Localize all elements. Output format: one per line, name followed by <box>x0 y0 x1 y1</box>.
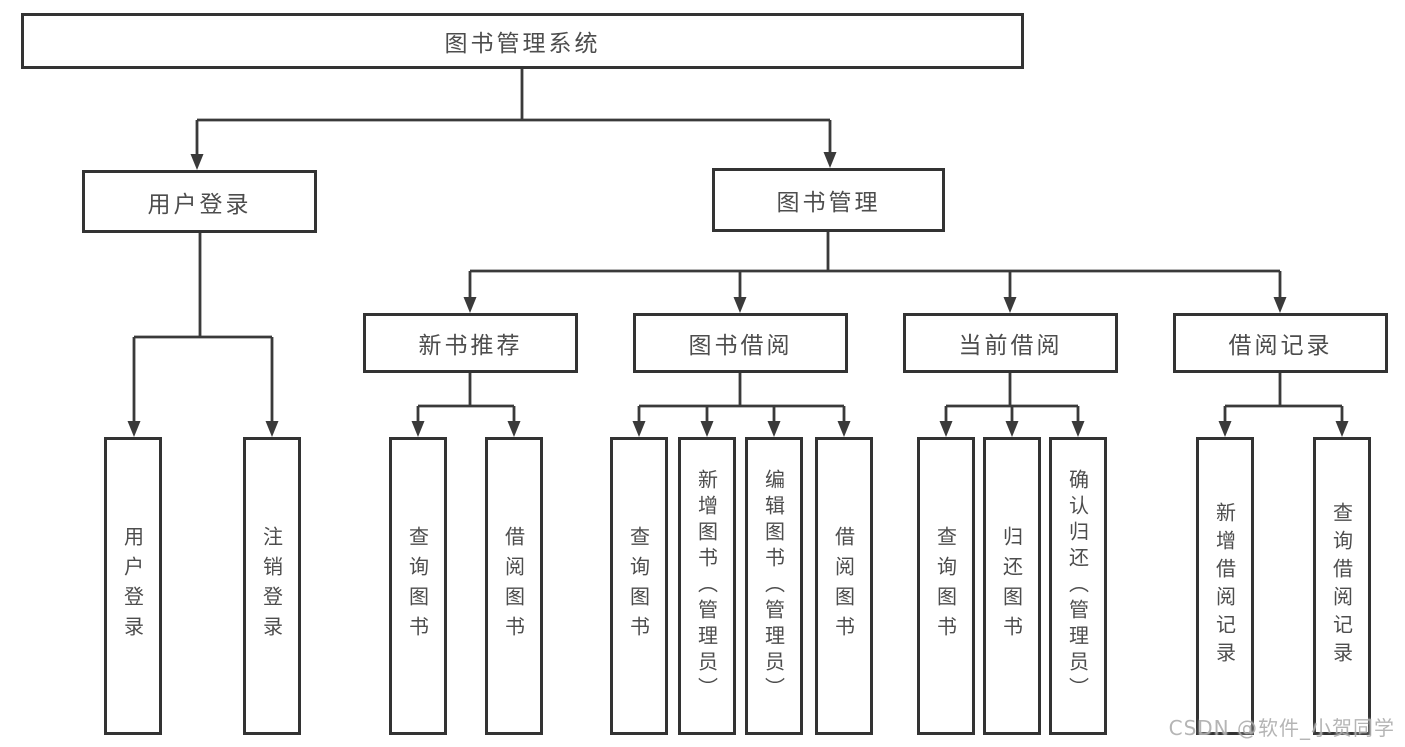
leaf-label: 查询图书 <box>405 526 430 646</box>
node-current-borrow: 当前借阅 <box>903 313 1118 373</box>
node-rec-query-book: 查询图书 <box>389 437 447 735</box>
leaf-label: 用户登录 <box>120 526 145 646</box>
node-bb-borrow-book: 借阅图书 <box>815 437 873 735</box>
node-leaf-user-login: 用户登录 <box>104 437 162 735</box>
leaf-label: 归还图书 <box>999 526 1024 646</box>
node-br-query-record: 查询借阅记录 <box>1313 437 1371 735</box>
node-cb-confirm-return: 确认归还（管理员） <box>1049 437 1107 735</box>
leaf-label: 借阅图书 <box>831 526 856 646</box>
leaf-label: 查询图书 <box>626 526 651 646</box>
node-br-add-record: 新增借阅记录 <box>1196 437 1254 735</box>
node-book-management: 图书管理 <box>712 168 945 232</box>
node-borrow-record: 借阅记录 <box>1173 313 1388 373</box>
node-bb-add-book: 新增图书（管理员） <box>678 437 736 735</box>
node-cb-return-book: 归还图书 <box>983 437 1041 735</box>
node-bb-edit-book: 编辑图书（管理员） <box>745 437 803 735</box>
leaf-label: 借阅图书 <box>501 526 526 646</box>
node-new-book-recommend: 新书推荐 <box>363 313 578 373</box>
node-leaf-logout: 注销登录 <box>243 437 301 735</box>
leaf-label: 注销登录 <box>259 526 284 646</box>
leaf-label: 查询图书 <box>933 526 958 646</box>
node-user-login: 用户登录 <box>82 170 317 233</box>
leaf-label: 编辑图书（管理员） <box>761 469 786 703</box>
node-book-borrow: 图书借阅 <box>633 313 848 373</box>
leaf-label: 查询借阅记录 <box>1329 502 1354 670</box>
leaf-label: 新增借阅记录 <box>1212 502 1237 670</box>
node-cb-query-book: 查询图书 <box>917 437 975 735</box>
leaf-label: 新增图书（管理员） <box>694 469 719 703</box>
node-root: 图书管理系统 <box>21 13 1024 69</box>
node-rec-borrow-book: 借阅图书 <box>485 437 543 735</box>
leaf-label: 确认归还（管理员） <box>1065 469 1090 703</box>
node-bb-query-book: 查询图书 <box>610 437 668 735</box>
